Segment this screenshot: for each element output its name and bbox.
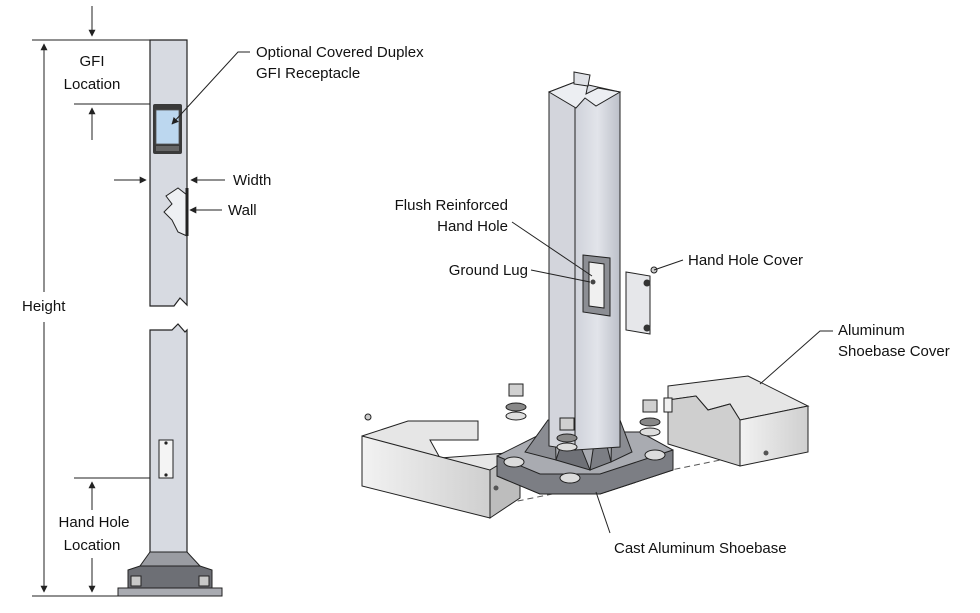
gfi-receptacle [153, 104, 182, 154]
flush-hand-hole-leader [511, 221, 593, 277]
hand-hole-location-label-line1: Hand Hole [59, 514, 130, 531]
shoebase-cover-right [663, 375, 810, 467]
anchor-hardware [505, 383, 661, 452]
height-label: Height [22, 298, 66, 315]
height-dimension [32, 39, 150, 597]
shoebase-cover-label-line1: Aluminum [838, 322, 905, 339]
wall-label: Wall [228, 202, 257, 219]
flush-hand-hole-label-line1: Flush Reinforced [395, 197, 508, 214]
cast-shoebase-leader [595, 491, 611, 534]
width-label: Width [233, 172, 271, 189]
elevation-view: GFI Location Optional Covered Duplex GFI… [22, 6, 424, 597]
wall-cutaway [163, 187, 188, 237]
hand-hole-location-label-line2: Location [64, 537, 121, 554]
hand-hole-cover-leader [653, 259, 684, 271]
gfi-receptacle-label-line1: Optional Covered Duplex [256, 44, 424, 61]
hand-hole-location-dimension [74, 477, 150, 593]
gfi-receptacle-label-line2: GFI Receptacle [256, 65, 360, 82]
shoebase-cover-leader [759, 330, 833, 385]
ground-lug-leader [530, 269, 591, 283]
flush-hand-hole [582, 254, 611, 317]
isometric-view: Flush Reinforced Hand Hole Ground Lug Ha… [361, 71, 950, 557]
ground-lug-label: Ground Lug [449, 262, 528, 279]
hand-hole-elevation [158, 439, 174, 479]
hand-hole-cover [625, 266, 658, 335]
flush-hand-hole-label-line2: Hand Hole [437, 218, 508, 235]
shoebase-elevation [117, 551, 223, 597]
ground-lug-point [590, 279, 596, 285]
gfi-location-dimension [74, 6, 150, 140]
cast-shoebase-label: Cast Aluminum Shoebase [614, 540, 787, 557]
hand-hole-cover-label: Hand Hole Cover [688, 252, 803, 269]
gfi-location-label-line2: Location [64, 76, 121, 93]
gfi-location-label-line1: GFI [80, 53, 105, 70]
gfi-receptacle-leader [171, 51, 250, 125]
shoebase-cover-label-line2: Shoebase Cover [838, 343, 950, 360]
shoebase-cover-left [361, 413, 521, 519]
pole-upper-section [149, 39, 188, 307]
